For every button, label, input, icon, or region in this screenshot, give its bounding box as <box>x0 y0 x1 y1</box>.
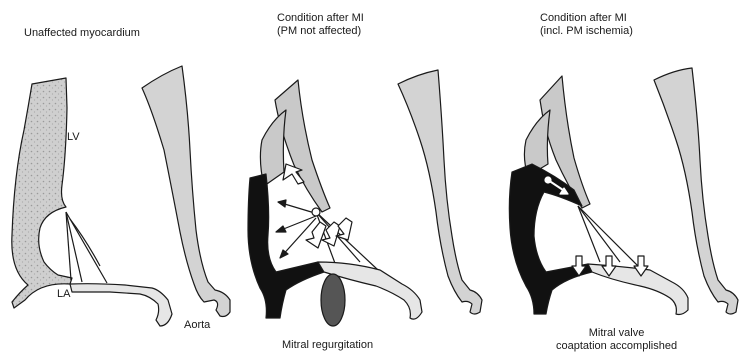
panel1-lv-wall <box>12 78 72 308</box>
panel1-la-floor <box>70 284 172 326</box>
panel1-heart <box>12 66 230 326</box>
panel1-aorta <box>142 66 230 317</box>
panel2-arrowhead <box>276 226 286 232</box>
panel1-papillary-muscle <box>70 219 100 266</box>
panel3-pm-dot <box>545 177 551 183</box>
panel3-chorda <box>578 206 600 262</box>
panel2-aorta <box>398 70 482 314</box>
panel2-regurgitant-jet <box>321 274 345 326</box>
panel2-arrowhead <box>278 200 286 207</box>
panel3-heart <box>509 68 738 315</box>
panel2-pm-tip <box>312 208 320 216</box>
panel3-aorta <box>654 68 738 314</box>
panel3-chorda <box>578 206 620 262</box>
panel2-heart <box>248 70 482 326</box>
